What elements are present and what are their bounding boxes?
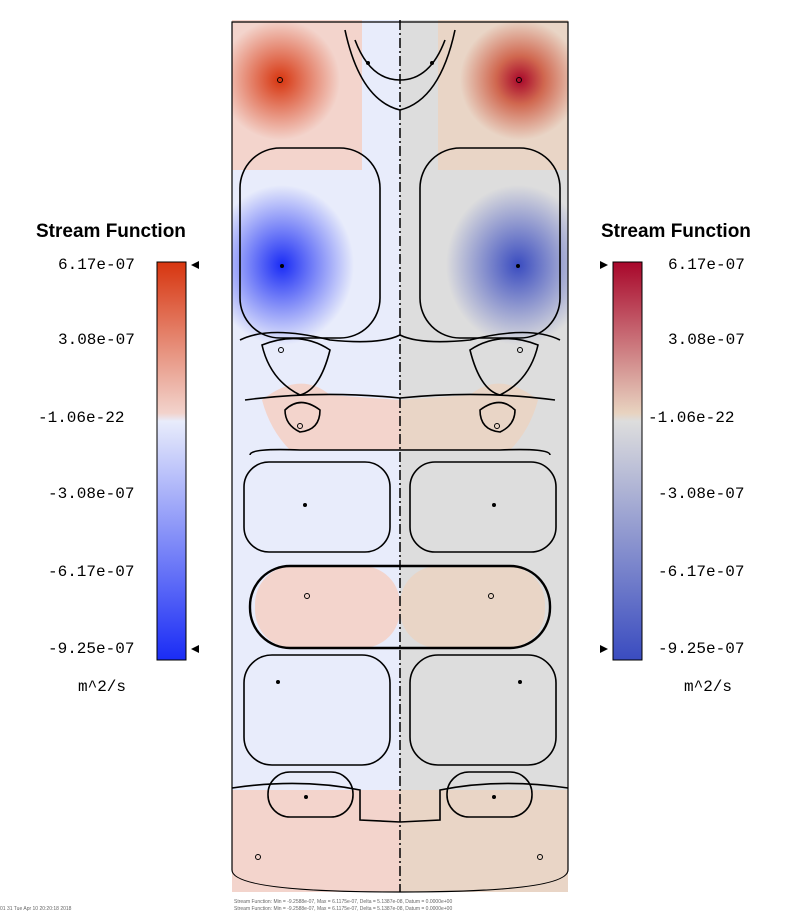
colorbar-right xyxy=(612,261,643,661)
colorbar-right-tick: 3.08e-07 xyxy=(668,331,745,349)
colorbar-left-tick: -6.17e-07 xyxy=(48,563,135,581)
colorbar-left xyxy=(156,261,187,661)
footer-stats-line-2: Stream Function: Min = -9.2588e-07, Max … xyxy=(234,906,453,912)
colorbar-left-tick: 3.08e-07 xyxy=(58,331,135,349)
colorbar-left-title: Stream Function xyxy=(36,221,186,242)
footer-timestamp: 01 31 Tue Apr 10 20:20:18 2018 xyxy=(0,906,72,912)
plot-left-half xyxy=(232,20,400,892)
colorbar-left-range-markers xyxy=(191,261,199,653)
colorbar-right-tick: 6.17e-07 xyxy=(668,256,745,274)
vortex-centers xyxy=(255,61,543,860)
colorbar-right-units: m^2/s xyxy=(684,678,733,696)
colorbar-right-tick: -1.06e-22 xyxy=(648,409,735,427)
colorbar-left-tick: 6.17e-07 xyxy=(58,256,135,274)
colorbar-left-tick: -1.06e-22 xyxy=(38,409,125,427)
colorbar-right-tick: -3.08e-07 xyxy=(658,485,745,503)
colorbar-left-tick: -9.25e-07 xyxy=(48,640,135,658)
colorbar-right-tick: -6.17e-07 xyxy=(658,563,745,581)
colorbar-right-range-markers xyxy=(600,261,608,653)
streamlines xyxy=(231,20,569,893)
colorbar-left-units: m^2/s xyxy=(78,678,127,696)
colorbar-right-title: Stream Function xyxy=(601,221,751,242)
footer-stats-line-1: Stream Function: Min = -9.2588e-07, Max … xyxy=(234,899,453,905)
plot-right-half xyxy=(400,20,568,892)
colorbar-right-tick: -9.25e-07 xyxy=(658,640,745,658)
colorbar-left-tick: -3.08e-07 xyxy=(48,485,135,503)
